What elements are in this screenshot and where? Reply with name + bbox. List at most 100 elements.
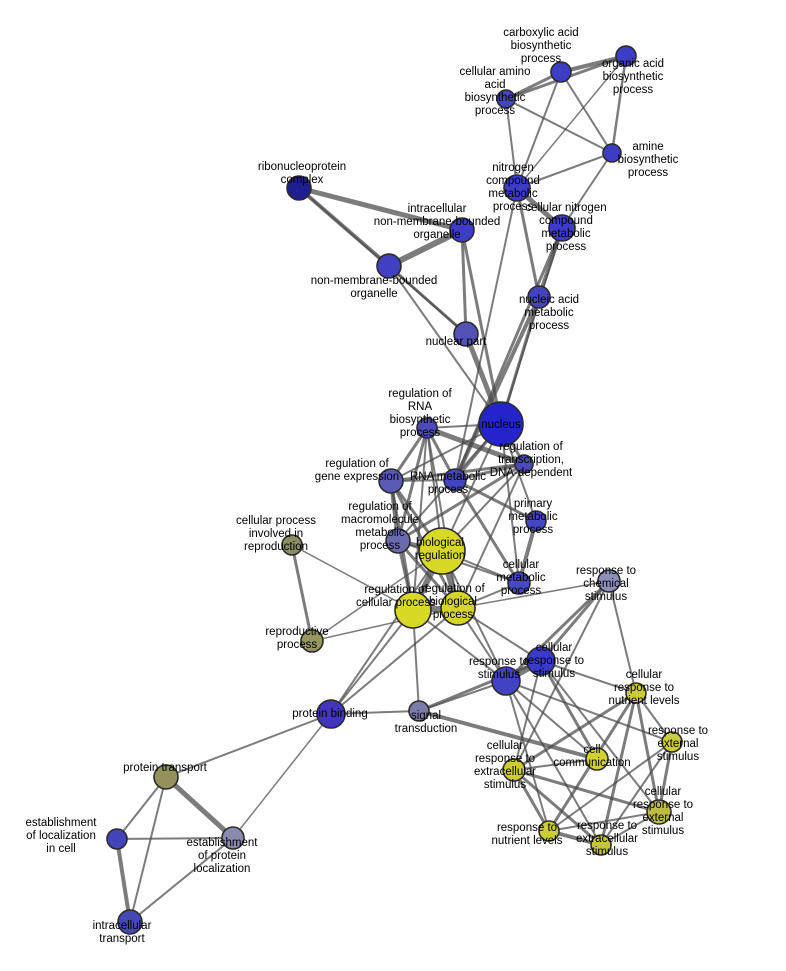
edge-rnaMetabolic-cellMetabolic: [453, 478, 521, 585]
node-cellNitrogen[interactable]: [548, 214, 576, 242]
node-regCellularProc[interactable]: [394, 591, 432, 629]
node-regMacromol[interactable]: [385, 528, 411, 554]
edge-amine-cellNitrogen: [561, 152, 613, 229]
node-cellProcRepro[interactable]: [281, 534, 303, 556]
node-intracellOrganelle[interactable]: [449, 217, 475, 243]
node-cellRespExtracell[interactable]: [502, 758, 526, 782]
edge-carboxylic-amine: [560, 71, 613, 154]
node-respChemical[interactable]: [597, 569, 621, 593]
node-nmbOrganelle[interactable]: [376, 253, 402, 279]
node-signalTransduction[interactable]: [408, 700, 430, 722]
node-proteinBinding[interactable]: [316, 699, 346, 729]
node-estProtLoc[interactable]: [221, 826, 245, 850]
node-cellRespStim[interactable]: [526, 646, 556, 676]
node-label-nucleus: nucleus: [481, 419, 521, 431]
edge-nucleicAcid-rnaMetabolic: [453, 295, 541, 482]
edge-respChemical-cellRespStim: [539, 579, 611, 663]
edge-amine-nitrogenCompound: [516, 152, 613, 189]
edge-ribonucleo-intracellOrganelle: [296, 185, 465, 233]
edge-proteinTransport-intracellTransport: [129, 776, 167, 923]
node-rnaMetabolic[interactable]: [443, 468, 467, 492]
edge-cellRespExtracell-respExtracell: [512, 768, 603, 847]
edge-cellCommunication-signalTransduction: [417, 709, 599, 761]
edge-proteinTransport-estProtLoc: [163, 774, 236, 841]
node-cellMetabolic[interactable]: [507, 571, 531, 595]
edge-cellRespStim-cellRespExternal: [540, 660, 660, 813]
edge-respChemical-regBioProc: [457, 580, 610, 609]
edge-regRNAbiosynth-regMacromol: [396, 426, 429, 543]
edge-respStim-respExtracell: [505, 680, 602, 846]
node-cellCommunication[interactable]: [585, 747, 609, 771]
node-ribonucleo[interactable]: [286, 175, 312, 201]
node-estLocCell[interactable]: [106, 828, 128, 850]
node-reproProcess[interactable]: [300, 629, 324, 653]
node-regBioProc[interactable]: [440, 590, 476, 626]
edge-bioRegulation-respStim: [441, 550, 507, 682]
edge-rnaMetabolic-primaryMetabolic: [453, 478, 538, 523]
edge-regCellularProc-proteinBinding: [330, 609, 414, 715]
edge-nitrogenCompound-nucleicAcid: [515, 186, 541, 299]
node-cellAmino[interactable]: [496, 89, 516, 109]
node-amine[interactable]: [602, 143, 622, 163]
edge-respChemical-respStim: [504, 579, 611, 683]
edge-cellProcRepro-regCellularProc: [291, 544, 414, 611]
node-respNutrient[interactable]: [538, 820, 560, 842]
node-respExtracell[interactable]: [590, 834, 612, 856]
node-respExternal[interactable]: [661, 731, 683, 753]
node-organic[interactable]: [615, 45, 637, 67]
node-cellRespExternal[interactable]: [646, 799, 672, 825]
node-respStim[interactable]: [491, 666, 521, 696]
node-intracellTransport[interactable]: [117, 909, 143, 935]
edge-nmbOrganelle-nucleus: [388, 265, 502, 425]
edge-intracellOrganelle-nucleus: [460, 228, 503, 426]
edge-organic-amine: [610, 54, 628, 155]
edge-respStim-respNutrient: [505, 680, 550, 832]
node-bioRegulation[interactable]: [418, 527, 466, 575]
node-regTranscription[interactable]: [514, 454, 534, 474]
node-regGeneExpr[interactable]: [378, 468, 404, 494]
node-nitrogenCompound[interactable]: [503, 174, 531, 202]
node-regRNAbiosynth[interactable]: [416, 417, 438, 439]
node-nucleicAcid[interactable]: [527, 285, 551, 309]
node-carboxylic[interactable]: [550, 61, 572, 83]
edge-estProtLoc-estLocCell: [116, 837, 234, 840]
node-cellRespNutrient[interactable]: [625, 682, 647, 704]
edge-regBioProc-proteinBinding: [330, 607, 459, 715]
edge-cellRespExtracell-cellCommunication: [513, 758, 598, 771]
edge-cellRespNutrient-cellRespExternal: [634, 691, 661, 814]
edge-estLocCell-intracellTransport: [115, 837, 132, 924]
edge-organic-nitrogenCompound: [516, 55, 627, 189]
node-label-proteinBinding: protein binding: [292, 708, 367, 720]
edge-regCellularProc-respStim: [412, 609, 507, 682]
edge-cellProcRepro-reproProcess: [290, 543, 314, 643]
node-proteinTransport[interactable]: [153, 764, 179, 790]
edge-intracellOrganelle-nmbOrganelle: [386, 227, 465, 269]
node-nucleus[interactable]: [478, 401, 524, 447]
edge-cellRespStim-cellCommunication: [539, 659, 599, 761]
edge-proteinTransport-estLocCell: [116, 776, 167, 840]
edge-reproProcess-bioRegulation: [311, 550, 443, 642]
node-nuclearPart[interactable]: [453, 321, 479, 347]
edge-proteinBinding-estProtLoc: [232, 713, 332, 839]
node-primaryMetabolic[interactable]: [525, 510, 547, 532]
